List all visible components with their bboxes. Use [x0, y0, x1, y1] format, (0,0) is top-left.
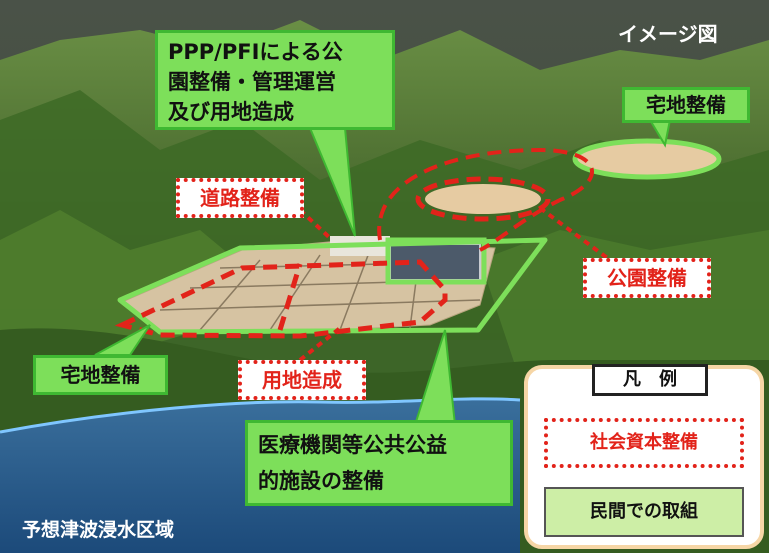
medical-line-2: 的施設の整備 [258, 469, 384, 493]
private-development-outline [117, 237, 548, 335]
land-callout: 用地造成 [238, 360, 366, 400]
legend-title: 凡 例 [592, 364, 708, 396]
housing-callout-left: 宅地整備 [33, 355, 168, 395]
medical-callout: 医療機関等公共公益 的施設の整備 [245, 420, 513, 506]
road-work-line [277, 263, 303, 331]
legend-social-capital: 社会資本整備 [544, 418, 744, 468]
park-work-outline [415, 176, 551, 222]
road-callout: 道路整備 [176, 178, 304, 218]
leader-lines [298, 206, 612, 362]
hill-right [480, 230, 769, 380]
image-label: イメージ図 [618, 22, 718, 46]
park-plateau [425, 184, 541, 214]
housing-callout-right: 宅地整備 [622, 87, 750, 123]
park-callout: 公園整備 [583, 258, 711, 298]
housing-plateau-right [572, 138, 722, 180]
ppp-pfi-line-1: PPP/PFIによる公 [168, 40, 343, 64]
ppp-pfi-callout: PPP/PFIによる公 園整備・管理運営 及び用地造成 [155, 30, 395, 130]
road-work-outline [114, 259, 448, 339]
tsunami-zone-label: 予想津波浸水区域 [22, 519, 175, 541]
ppp-pfi-line-2: 園整備・管理運営 [168, 70, 336, 94]
medical-line-1: 医療機関等公共公益 [258, 433, 447, 457]
park-area-outline [377, 147, 594, 252]
tsunami-zone-boundary [0, 397, 521, 434]
legend-private-initiative: 民間での取組 [544, 487, 744, 537]
ppp-pfi-line-3: 及び用地造成 [168, 100, 294, 124]
